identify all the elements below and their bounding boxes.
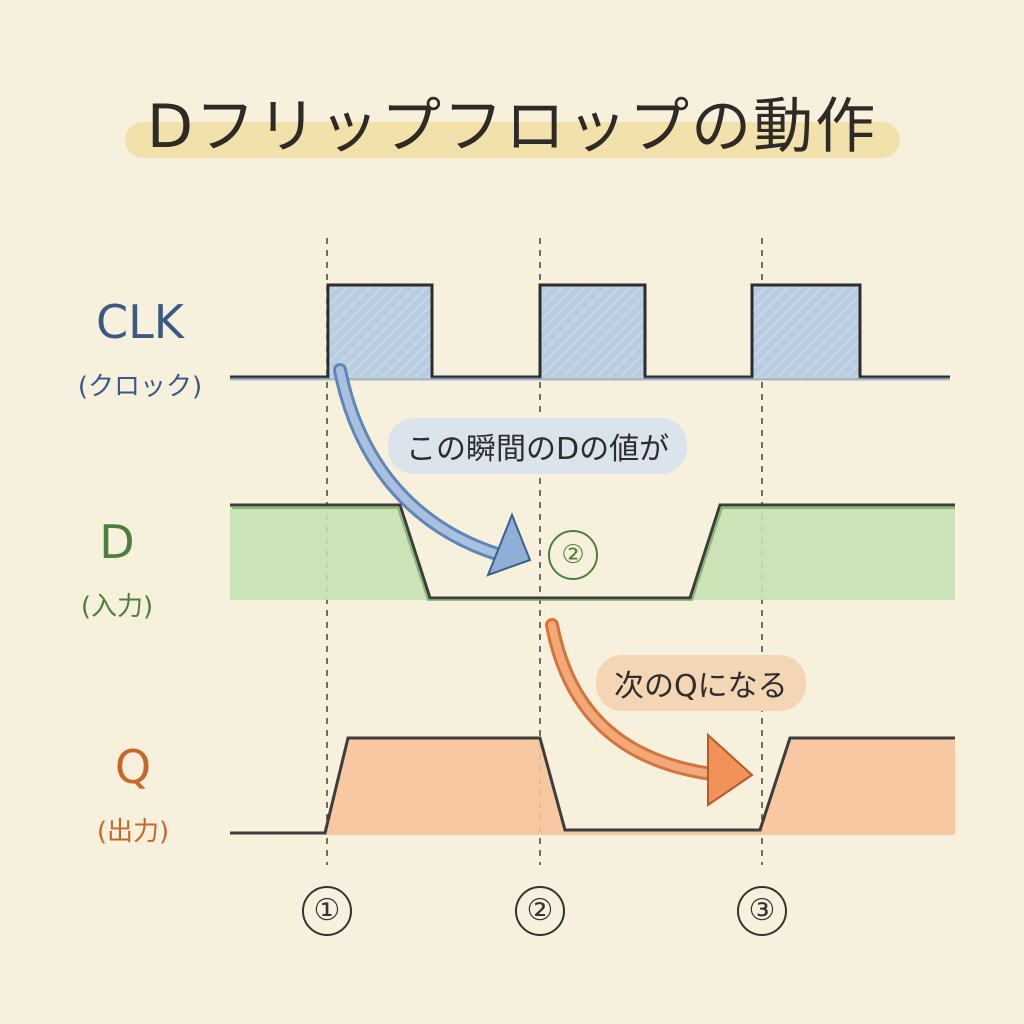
signal-sub-q: (出力)	[96, 817, 170, 847]
timepoint-1: ①	[302, 886, 352, 936]
sample-note-bubble: この瞬間のDの値が	[388, 418, 688, 474]
page-title: Dフリップフロップの動作	[146, 92, 878, 162]
q-waveform	[230, 736, 955, 835]
orange-arrow	[545, 618, 754, 807]
result-note-bubble: 次のQになる	[596, 655, 806, 711]
blue-arrow	[333, 363, 532, 577]
signal-sub-d: (入力)	[80, 592, 154, 622]
title-highlight	[125, 122, 900, 158]
signal-label-d: D	[99, 515, 135, 569]
signal-label-q: Q	[114, 740, 152, 794]
clk-waveform	[230, 283, 950, 381]
d-sample-marker: ②	[548, 530, 598, 580]
signal-sub-clk: (クロック)	[77, 372, 203, 402]
timepoint-2: ②	[515, 886, 565, 936]
signal-label-clk: CLK	[96, 295, 184, 349]
timepoint-3: ③	[737, 886, 787, 936]
d-waveform	[230, 503, 955, 601]
